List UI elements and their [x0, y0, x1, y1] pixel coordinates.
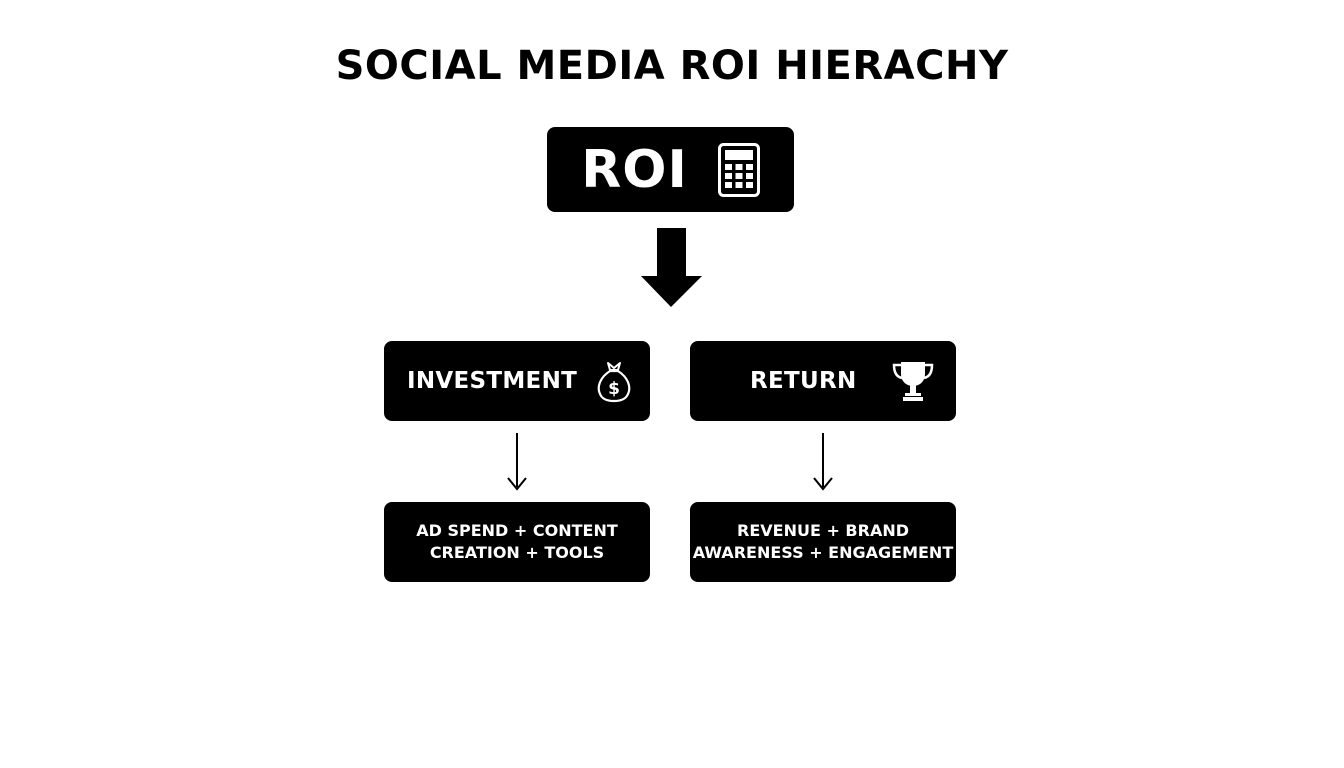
return-down-arrow	[813, 433, 833, 491]
return-detail-line-2: AWARENESS + ENGAGEMENT	[692, 543, 954, 562]
investment-detail-node: AD SPEND + CONTENT CREATION + TOOLS	[384, 502, 650, 582]
money-bag-icon: $	[591, 358, 637, 404]
investment-detail-line-1: AD SPEND + CONTENT	[416, 521, 618, 540]
investment-label: INVESTMENT	[407, 368, 578, 394]
diagram-title: SOCIAL MEDIA ROI HIERACHY	[335, 43, 1009, 89]
svg-text:$: $	[608, 379, 620, 399]
investment-node: INVESTMENT $	[384, 341, 650, 421]
trophy-icon	[890, 358, 936, 404]
root-down-arrow	[641, 228, 702, 307]
roi-label: ROI	[581, 139, 688, 200]
investment-down-arrow	[507, 433, 527, 491]
return-detail-node: REVENUE + BRAND AWARENESS + ENGAGEMENT	[690, 502, 956, 582]
return-node: RETURN	[690, 341, 956, 421]
calculator-icon	[717, 142, 760, 197]
return-label: RETURN	[750, 368, 857, 394]
investment-detail-line-2: CREATION + TOOLS	[429, 543, 605, 562]
return-detail-line-1: REVENUE + BRAND	[737, 521, 909, 540]
roi-node: ROI	[547, 127, 794, 212]
